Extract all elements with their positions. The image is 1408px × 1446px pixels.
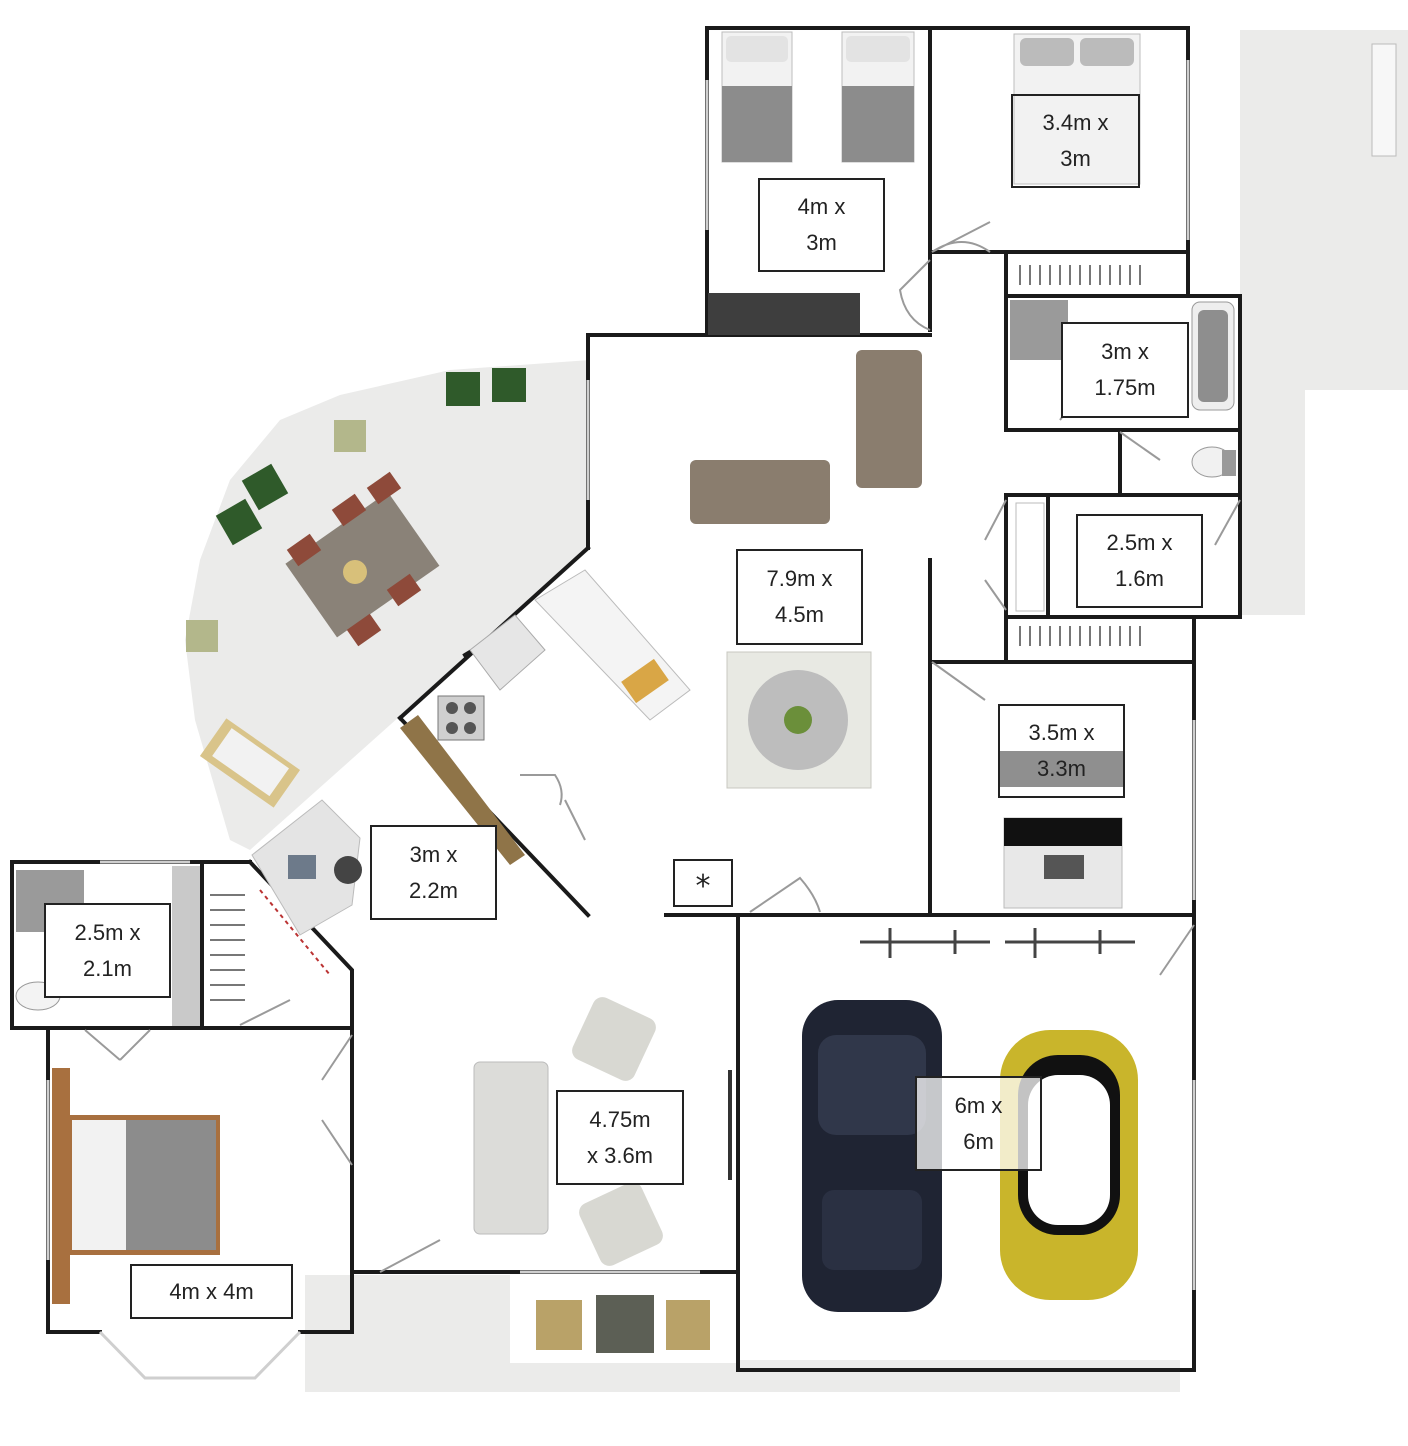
- dining-set: [726, 651, 872, 789]
- room-label-line2: 2.1m: [83, 955, 132, 981]
- room-label-line1: 6m x: [954, 1092, 1003, 1118]
- master-bed: [52, 1068, 220, 1304]
- east-paving: [1190, 30, 1408, 615]
- room-label-line1: 3.4m x: [1042, 110, 1109, 135]
- room-label-line1: 3m x: [409, 841, 458, 867]
- plants: [186, 368, 526, 652]
- room-label-line2: 1.75m: [1094, 375, 1156, 400]
- room-label-master-bedroom: 4m x 4m: [130, 1264, 293, 1319]
- twin-beds: [708, 31, 915, 335]
- room-label-bedroom-2: 4m x 3m: [758, 178, 885, 272]
- room-label-living-dining: 7.9m x 4.5m: [736, 549, 863, 645]
- room-label-garage: 6m x 6m: [915, 1076, 1042, 1171]
- room-label-line1: 4.75m: [589, 1106, 651, 1132]
- outdoor-dining: [285, 471, 440, 647]
- room-label-line1: 2.5m x: [1106, 530, 1173, 555]
- room-label-line2: 4.5m: [775, 602, 824, 627]
- room-label-bedroom-3: 3.4m x 3m: [1011, 94, 1140, 188]
- room-label-main-bathroom: 3m x 1.75m: [1061, 322, 1189, 418]
- bathroom-fixtures: [1010, 43, 1397, 612]
- room-label-line2: 3m: [1060, 146, 1091, 171]
- room-label-line2: 6m: [963, 1128, 994, 1154]
- room-label-bedroom-4: 3.5m x 3.3m: [998, 704, 1125, 798]
- hot-water-symbol: *: [696, 869, 711, 904]
- room-label-ensuite: 2.5m x 2.1m: [44, 903, 171, 998]
- room-label-line2: x 3.6m: [586, 1142, 654, 1168]
- outdoor-areas: [185, 30, 1408, 1392]
- bicycles: [860, 928, 1135, 958]
- room-label-laundry: 2.5m x 1.6m: [1076, 514, 1203, 608]
- doors: [84, 221, 1241, 1273]
- bedroom-4-bed: [1003, 817, 1123, 909]
- windows: [46, 60, 1196, 1380]
- room-label-line2: 3.3m: [1000, 751, 1123, 787]
- room-label-line2: 2.2m: [409, 877, 458, 903]
- room-label-line1: 4m x 4m: [169, 1278, 254, 1304]
- lounge-furniture: [473, 997, 732, 1266]
- room-label-kitchen: 3m x 2.2m: [370, 825, 497, 920]
- living-sofas: [690, 350, 922, 524]
- wardrobe-racks: [210, 265, 1141, 1001]
- room-label-line1: 7.9m x: [766, 566, 833, 591]
- room-label-line1: 4m x: [797, 194, 846, 219]
- hot-water-unit: [673, 859, 733, 907]
- room-label-line2: 3m: [806, 230, 837, 255]
- dining-deck: [185, 360, 590, 850]
- dark-suv: [802, 1000, 942, 1312]
- room-label-lounge: 4.75m x 3.6m: [556, 1090, 684, 1185]
- room-label-line2: 1.6m: [1115, 566, 1164, 591]
- study-desk: [251, 799, 362, 936]
- double-bed-bedroom-3: [1013, 33, 1141, 185]
- walls: [10, 26, 1242, 1372]
- room-label-line1: 3m x: [1101, 339, 1149, 364]
- outdoor-sofa: [199, 718, 301, 808]
- porch-furniture: [536, 1295, 710, 1353]
- room-label-line1: 3.5m x: [1028, 720, 1095, 745]
- room-label-line1: 2.5m x: [74, 919, 141, 945]
